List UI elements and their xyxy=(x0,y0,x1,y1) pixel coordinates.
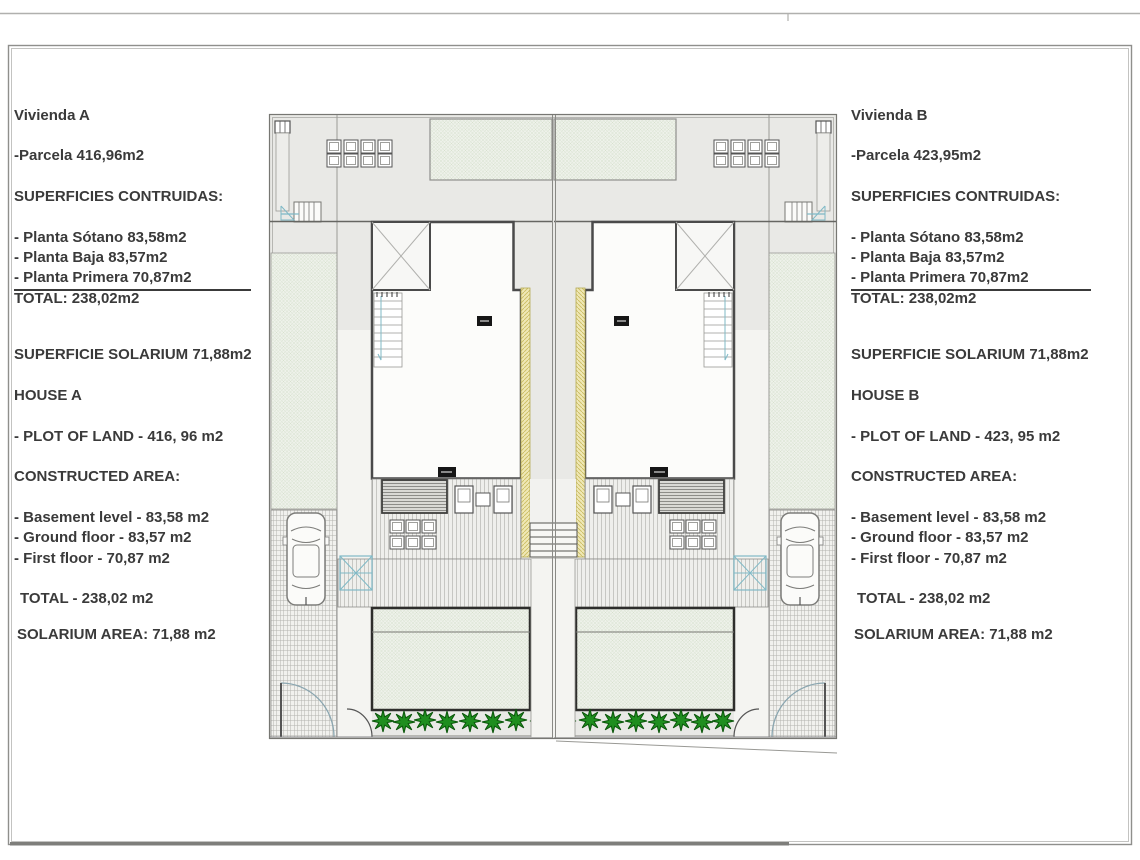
house-a-ground: - Ground floor - 83,57 m2 xyxy=(14,529,192,546)
house-b-basement: - Basement level - 83,58 m2 xyxy=(851,509,1047,526)
house-a-constructed: CONSTRUCTED AREA: xyxy=(14,468,181,485)
house-b-total: TOTAL - 238,02 m2 xyxy=(857,590,991,607)
house-a-basement: - Basement level - 83,58 m2 xyxy=(14,509,210,526)
house-b-first: - First floor - 70,87 m2 xyxy=(851,550,1007,567)
vivienda-b-total: TOTAL: 238,02m2 xyxy=(851,290,977,307)
vivienda-a-title: Vivienda A xyxy=(14,107,90,124)
house-b-constructed: CONSTRUCTED AREA: xyxy=(851,468,1018,485)
house-b-ground: - Ground floor - 83,57 m2 xyxy=(851,529,1029,546)
vivienda-b-parcela: -Parcela 423,95m2 xyxy=(851,147,982,164)
vivienda-a-primera: - Planta Primera 70,87m2 xyxy=(14,269,251,291)
central-entry-steps xyxy=(529,522,578,558)
house-b-heading: HOUSE B xyxy=(851,387,920,404)
vivienda-a-parcela: -Parcela 416,96m2 xyxy=(14,147,145,164)
vivienda-a-baja: - Planta Baja 83,57m2 xyxy=(14,249,168,266)
central-divider xyxy=(529,115,838,754)
house-b-plot: - PLOT OF LAND - 423, 95 m2 xyxy=(851,428,1061,445)
house-a-first: - First floor - 70,87 m2 xyxy=(14,550,170,567)
vivienda-a-total: TOTAL: 238,02m2 xyxy=(14,290,140,307)
vivienda-b-title: Vivienda B xyxy=(851,107,928,124)
house-a-heading: HOUSE A xyxy=(14,387,82,404)
page-border xyxy=(0,12,1140,846)
house-a-total: TOTAL - 238,02 m2 xyxy=(20,590,154,607)
vivienda-a-solarium: SUPERFICIE SOLARIUM 71,88m2 xyxy=(14,346,252,363)
house-b-solarium: SOLARIUM AREA: 71,88 m2 xyxy=(854,626,1053,643)
vivienda-a-sotano: - Planta Sótano 83,58m2 xyxy=(14,229,187,246)
house-a-plot: - PLOT OF LAND - 416, 96 m2 xyxy=(14,428,224,445)
vivienda-b-baja: - Planta Baja 83,57m2 xyxy=(851,249,1005,266)
house-a-solarium: SOLARIUM AREA: 71,88 m2 xyxy=(17,626,216,643)
vivienda-a-superficies: SUPERFICIES CONTRUIDAS: xyxy=(14,188,224,205)
vivienda-b-superficies: SUPERFICIES CONTRUIDAS: xyxy=(851,188,1061,205)
vivienda-b-solarium: SUPERFICIE SOLARIUM 71,88m2 xyxy=(851,346,1089,363)
vivienda-b-primera: - Planta Primera 70,87m2 xyxy=(851,269,1091,291)
vivienda-b-sotano: - Planta Sótano 83,58m2 xyxy=(851,229,1024,246)
